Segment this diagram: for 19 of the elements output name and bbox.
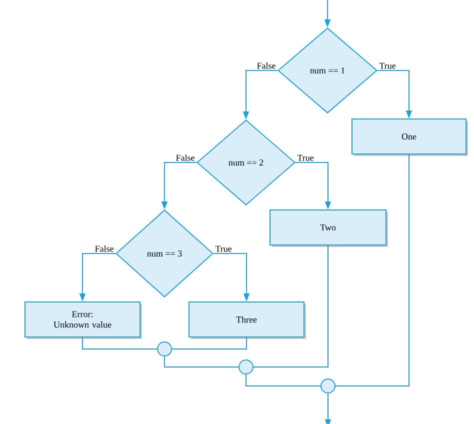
edge-label: False bbox=[176, 154, 194, 161]
connector-line bbox=[164, 356, 239, 368]
process-box: Error: Unknown value bbox=[24, 302, 140, 338]
connector-line bbox=[335, 154, 410, 386]
connector-circle bbox=[238, 360, 254, 374]
edge-label: True bbox=[297, 154, 314, 161]
connector-line bbox=[82, 337, 158, 350]
edge-label: False bbox=[95, 245, 114, 252]
process-box: One bbox=[352, 118, 466, 154]
connector-line bbox=[246, 374, 321, 386]
process-box: Two bbox=[270, 210, 386, 246]
connector-line bbox=[172, 337, 247, 350]
process-box: Three bbox=[188, 302, 304, 338]
edge-label: False bbox=[257, 62, 276, 69]
connector-circle bbox=[320, 378, 336, 394]
connector-circle bbox=[157, 342, 172, 356]
edge-label: True bbox=[379, 62, 396, 69]
connector-line bbox=[253, 245, 328, 368]
edge-label: True bbox=[215, 246, 232, 252]
